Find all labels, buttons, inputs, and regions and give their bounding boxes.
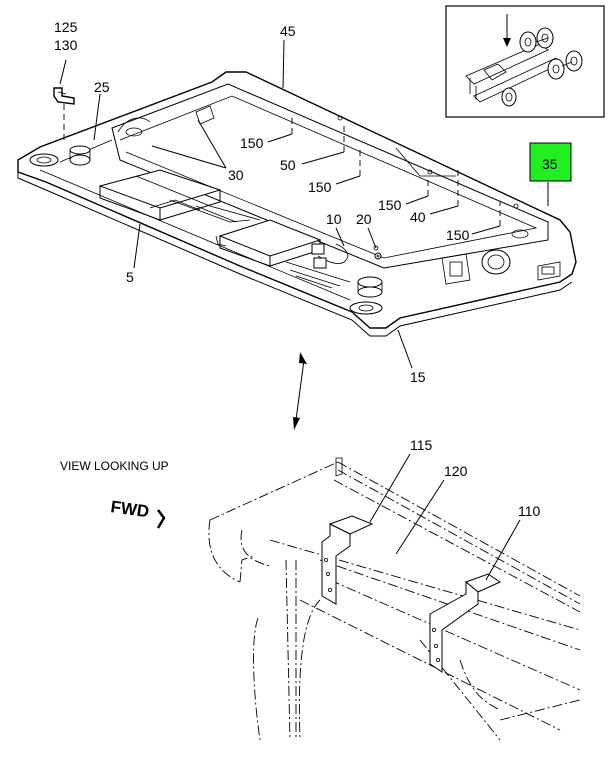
callout-25: 25 (94, 79, 110, 95)
callout-labels: 125 130 45 25 150 30 50 150 150 40 150 3… (54, 19, 558, 385)
mounting-bracket-115 (321, 515, 374, 605)
mounting-bracket-110 (429, 573, 502, 673)
highlighted-part-box (529, 142, 572, 182)
wheel-icon (547, 50, 583, 80)
callout-5: 5 (126, 269, 134, 285)
callout-45: 45 (280, 23, 296, 39)
forward-arrow-icon (156, 509, 166, 529)
callout-125: 125 (54, 19, 78, 35)
callout-10: 10 (326, 211, 342, 227)
forward-indicator: FWD (109, 497, 166, 529)
view-connector-arrow (293, 352, 307, 430)
vehicle-locator-inset (445, 5, 605, 118)
fwd-label: FWD (109, 497, 150, 521)
callout-130: 130 (54, 37, 78, 53)
callout-30: 30 (228, 167, 244, 183)
detail-view-bottom (208, 453, 581, 741)
callout-50: 50 (280, 157, 296, 173)
wheel-icon (519, 27, 554, 53)
callout-115: 115 (410, 437, 433, 453)
callout-150: 150 (446, 227, 470, 243)
wheel-icon (501, 87, 517, 107)
callout-labels-bottom: 115 120 110 (410, 437, 541, 519)
callout-110: 110 (518, 503, 541, 519)
callout-150: 150 (378, 197, 402, 213)
callout-150: 150 (240, 135, 264, 151)
callout-120: 120 (444, 463, 468, 479)
roof-panel-assembly (17, 71, 577, 337)
retainer-clip (53, 87, 75, 105)
storage-compartment (98, 169, 222, 221)
leader-lines (59, 39, 549, 369)
callout-150: 150 (308, 179, 332, 195)
callout-35: 35 (542, 156, 558, 172)
callout-20: 20 (356, 211, 372, 227)
view-caption: VIEW LOOKING UP (60, 459, 169, 473)
callout-40: 40 (410, 209, 426, 225)
callout-15: 15 (410, 369, 426, 385)
storage-compartment (218, 219, 322, 267)
